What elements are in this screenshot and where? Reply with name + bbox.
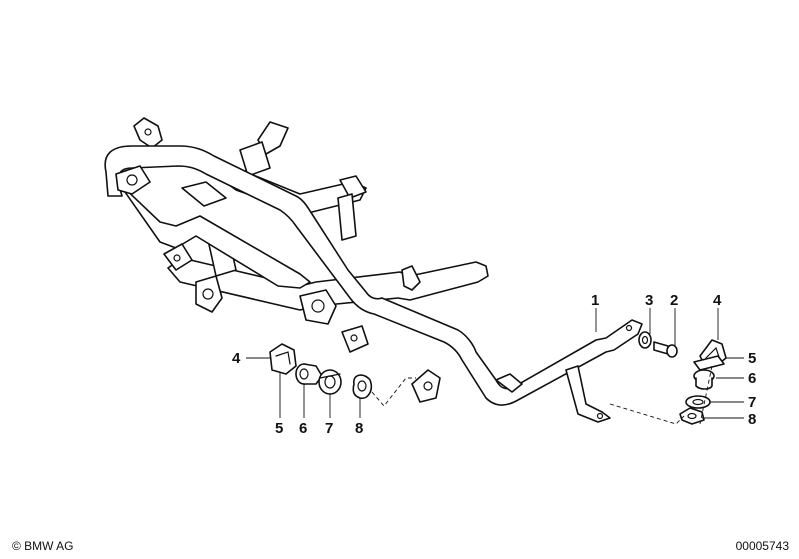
- callout-numbers: 1 3 2 4 5 6 7 8 4 5 6 7 8: [232, 292, 756, 437]
- frame-bracket-assembly: [104, 117, 643, 423]
- washer-3: [638, 331, 652, 349]
- clip-nut-left: [269, 343, 297, 375]
- spring-washer-left: [352, 374, 373, 400]
- assembly-line-left: [371, 377, 416, 407]
- callout-1: 1: [591, 292, 599, 309]
- callout-4-right: 4: [713, 292, 722, 309]
- bushing-left: [295, 363, 323, 385]
- callout-8-right: 8: [748, 411, 756, 428]
- callout-4-left: 4: [232, 350, 241, 367]
- grommet-left: [318, 369, 342, 395]
- bolt-2: [653, 341, 678, 358]
- callout-5-left: 5: [275, 420, 283, 437]
- callout-5-right: 5: [748, 350, 756, 367]
- assembly-line-right: [609, 403, 685, 425]
- right-hardware-group: [609, 331, 727, 425]
- callout-8-left: 8: [355, 420, 363, 437]
- callout-2: 2: [670, 292, 678, 309]
- callout-7-left: 7: [325, 420, 333, 437]
- spring-washer-right: [679, 407, 705, 425]
- callout-6-left: 6: [299, 420, 307, 437]
- copyright-text: © BMW AG: [12, 539, 74, 553]
- left-hardware-group: [269, 343, 416, 407]
- callout-7-right: 7: [748, 394, 756, 411]
- document-number: 00005743: [735, 539, 789, 553]
- leader-lines: [246, 308, 744, 419]
- callout-3: 3: [645, 292, 653, 309]
- plate-5: [693, 355, 725, 371]
- assembly-axis-right: [699, 365, 713, 425]
- callout-6-right: 6: [748, 370, 756, 387]
- bushing-right: [693, 369, 715, 390]
- grommet-right: [685, 395, 711, 409]
